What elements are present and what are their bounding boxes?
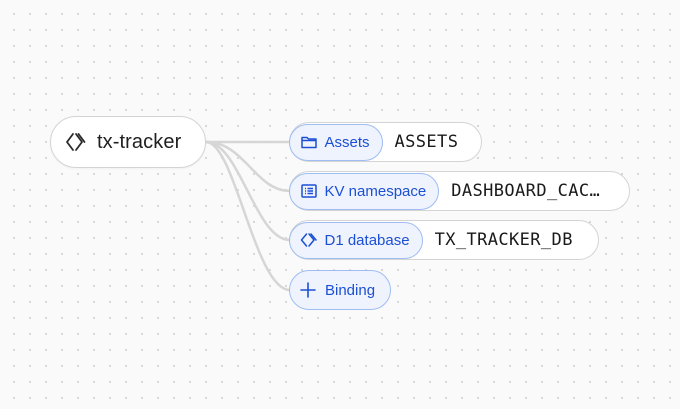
connector-d1-database xyxy=(205,140,291,242)
binding-type-assets[interactable]: Assets xyxy=(288,123,383,161)
binding-type-d1-database[interactable]: D1 database xyxy=(288,221,423,259)
worker-name: tx-tracker xyxy=(97,130,182,153)
binding-name-assets: ASSETS xyxy=(394,132,459,152)
binding-row-kv-namespace[interactable]: KV namespace DASHBOARD_CACHE xyxy=(288,171,630,211)
worker-chevrons-icon xyxy=(65,131,87,153)
binding-type-label: D1 database xyxy=(324,231,410,249)
connector-add-binding xyxy=(205,140,291,292)
add-binding-button[interactable]: Binding xyxy=(289,270,391,310)
add-binding-label: Binding xyxy=(325,281,376,299)
connector-kv-namespace xyxy=(205,140,291,193)
list-icon xyxy=(300,182,318,200)
binding-type-kv-namespace[interactable]: KV namespace xyxy=(288,172,440,210)
binding-row-assets[interactable]: Assets ASSETS xyxy=(288,122,482,162)
binding-type-label: Assets xyxy=(324,133,370,151)
binding-type-label: KV namespace xyxy=(324,182,427,200)
worker-node[interactable]: tx-tracker xyxy=(50,116,206,168)
database-chevrons-icon xyxy=(300,231,318,249)
binding-name-d1-database: TX_TRACKER_DB xyxy=(434,230,573,250)
binding-row-d1-database[interactable]: D1 database TX_TRACKER_DB xyxy=(288,220,599,260)
binding-name-kv-namespace: DASHBOARD_CACHE xyxy=(451,181,611,201)
plus-icon xyxy=(299,281,317,299)
folder-icon xyxy=(300,133,318,151)
